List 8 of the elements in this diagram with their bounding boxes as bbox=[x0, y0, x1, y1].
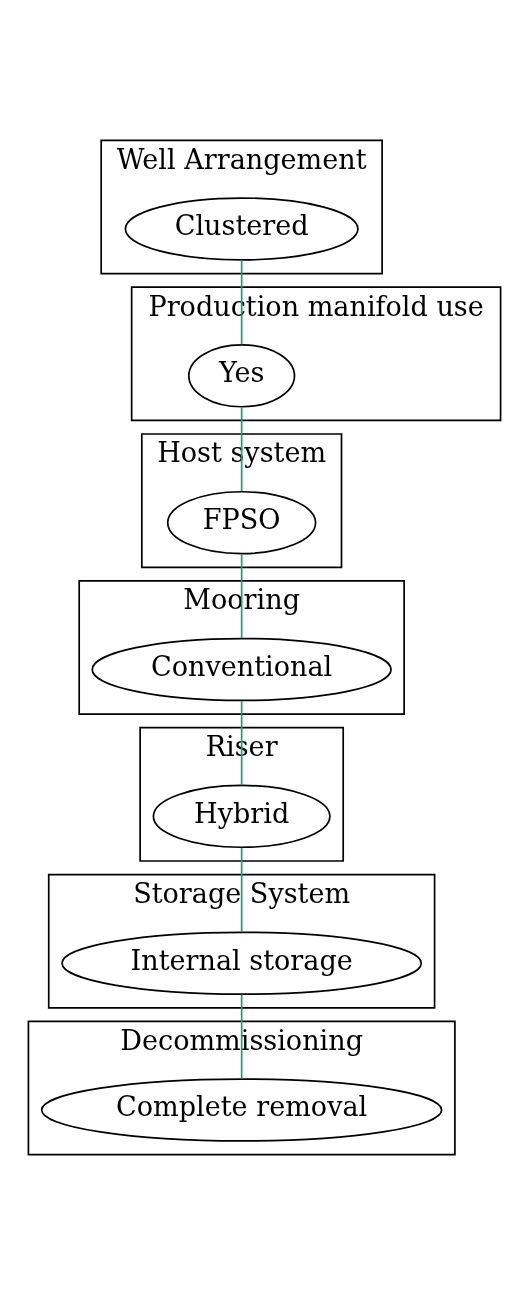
node-ellipse: Yes bbox=[187, 344, 296, 408]
connector bbox=[240, 846, 243, 933]
node-ellipse: Hybrid bbox=[152, 784, 331, 849]
node-ellipse: FPSO bbox=[166, 490, 317, 555]
node-ellipse: Internal storage bbox=[61, 931, 423, 995]
node-ellipse: Clustered bbox=[124, 197, 359, 261]
node-ellipse: Complete removal bbox=[40, 1078, 443, 1142]
node-ellipse: Conventional bbox=[91, 637, 392, 702]
